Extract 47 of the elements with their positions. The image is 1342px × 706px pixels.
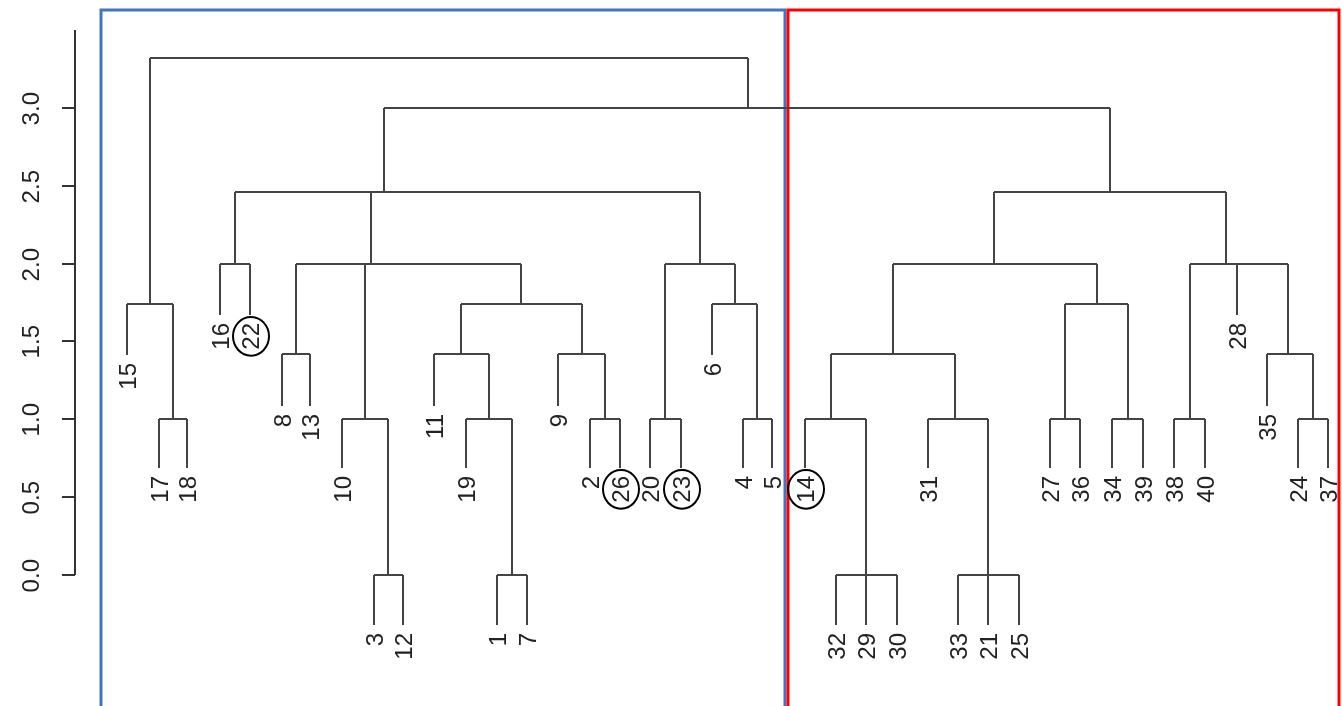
leaf-label: 36 <box>1068 476 1094 503</box>
leaf-label: 17 <box>147 476 173 503</box>
leaf-label: 6 <box>700 363 726 377</box>
leaf-label: 9 <box>546 414 572 428</box>
leaf-label: 27 <box>1038 476 1064 503</box>
leaf-label: 35 <box>1255 414 1281 441</box>
leaf-label: 23 <box>669 476 695 503</box>
leaf-label: 26 <box>608 476 634 503</box>
leaf-label: 38 <box>1162 476 1188 503</box>
leaf-label: 25 <box>1007 633 1033 660</box>
leaf-label: 18 <box>175 476 201 503</box>
leaf-label: 40 <box>1193 476 1219 503</box>
leaf-label: 39 <box>1131 476 1157 503</box>
leaf-label: 2 <box>578 476 604 490</box>
leaf-label: 12 <box>391 633 417 660</box>
leaf-label: 24 <box>1286 476 1312 503</box>
leaf-label: 19 <box>454 476 480 503</box>
leaf-label: 16 <box>208 323 234 350</box>
leaf-label: 32 <box>824 633 850 660</box>
leaf-label: 11 <box>422 414 448 439</box>
leaf-label: 33 <box>946 633 972 660</box>
leaf-label: 13 <box>298 414 324 441</box>
leaf-label: 1 <box>485 633 511 647</box>
leaf-label: 20 <box>638 476 664 503</box>
leaf-label: 34 <box>1100 476 1126 503</box>
axis-tick-label: 0.5 <box>18 480 44 514</box>
axis-tick-label: 2.0 <box>18 247 44 281</box>
leaf-label: 37 <box>1316 476 1342 503</box>
leaf-label: 30 <box>885 633 911 660</box>
leaf-label: 29 <box>854 633 880 660</box>
leaf-label: 10 <box>330 476 356 503</box>
leaf-label: 21 <box>976 633 1002 660</box>
axis-tick-label: 3.0 <box>18 91 44 125</box>
leaf-label: 4 <box>731 476 757 490</box>
leaf-label: 5 <box>760 476 786 490</box>
leaf-label: 14 <box>793 476 819 503</box>
leaf-label: 31 <box>916 476 942 503</box>
axis-tick-label: 1.5 <box>18 324 44 358</box>
leaf-label: 7 <box>515 633 541 647</box>
axis-tick-label: 0.0 <box>18 558 44 592</box>
leaf-label: 3 <box>362 633 388 647</box>
leaf-label: 15 <box>115 363 141 390</box>
axis-tick-label: 2.5 <box>18 169 44 203</box>
leaf-label: 28 <box>1225 323 1251 350</box>
leaf-label: 22 <box>238 323 264 350</box>
axis-tick-label: 1.0 <box>18 402 44 436</box>
leaf-label: 8 <box>270 414 296 428</box>
